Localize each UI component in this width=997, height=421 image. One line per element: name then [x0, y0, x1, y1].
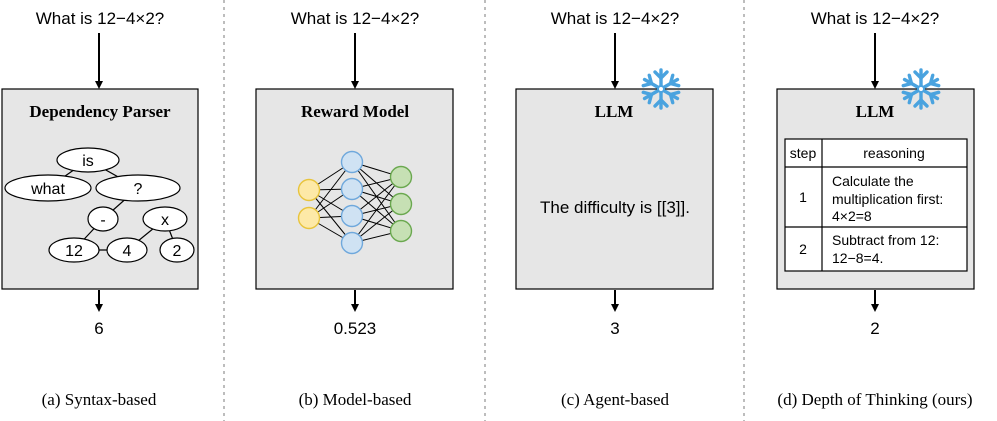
input-node	[297, 206, 321, 230]
output-value: 6	[94, 319, 103, 338]
table-row-1-reasoning-line-1: Calculate the	[832, 173, 914, 189]
question-text: What is 12−4×2?	[551, 9, 680, 28]
tree-node-what: what	[4, 174, 92, 202]
hidden-node	[340, 204, 364, 228]
box-title: Reward Model	[301, 102, 409, 121]
svg-text:?: ?	[134, 181, 143, 198]
panel-syntax-based: What is 12−4×2? Dependency Parser is wha…	[1, 9, 199, 409]
tree-node-question-mark: ?	[95, 174, 181, 202]
output-node	[389, 219, 413, 243]
table-row-1-step: 1	[799, 189, 807, 205]
tree-node-12: 12	[48, 237, 100, 263]
llm-response-text: The difficulty is [[3]].	[540, 198, 690, 217]
question-text: What is 12−4×2?	[291, 9, 420, 28]
tree-node-4: 4	[106, 237, 148, 263]
svg-text:what: what	[30, 181, 65, 198]
hidden-node	[340, 150, 364, 174]
table-row-2-reasoning-line-2: 12−8=4.	[832, 250, 883, 266]
svg-text:x: x	[161, 212, 169, 229]
output-value: 3	[610, 319, 619, 338]
panel-agent-based: What is 12−4×2? LLM The difficulty is [[…	[515, 9, 714, 409]
table-header-reasoning: reasoning	[863, 145, 925, 161]
question-text: What is 12−4×2?	[36, 9, 165, 28]
table-row-1-reasoning-line-2: multiplication first:	[832, 191, 943, 207]
box-title: Dependency Parser	[29, 102, 171, 121]
tree-node-2: 2	[159, 237, 195, 263]
output-value: 2	[870, 319, 879, 338]
question-text: What is 12−4×2?	[811, 9, 940, 28]
network-edge	[351, 176, 402, 244]
box-title: LLM	[856, 102, 895, 121]
output-node	[389, 192, 413, 216]
tree-node-x: x	[142, 206, 188, 232]
panel-model-based: What is 12−4×2? Reward Model 0.523 (b) M…	[255, 9, 454, 409]
panel-caption: (b) Model-based	[299, 390, 412, 409]
svg-text:4: 4	[123, 243, 132, 260]
svg-text:2: 2	[173, 243, 182, 260]
panel-caption: (a) Syntax-based	[42, 390, 157, 409]
hidden-node	[340, 231, 364, 255]
tree-node-is: is	[56, 147, 120, 173]
svg-text:12: 12	[65, 243, 83, 260]
table-row-2-reasoning-line-1: Subtract from 12:	[832, 232, 939, 248]
output-node	[389, 165, 413, 189]
panel-caption: (d) Depth of Thinking (ours)	[777, 390, 972, 409]
llm-box	[515, 88, 714, 290]
output-value: 0.523	[334, 319, 377, 338]
panel-depth-of-thinking: What is 12−4×2? LLM step reasoning 1 Cal…	[776, 9, 975, 409]
svg-text:-: -	[100, 212, 105, 229]
reasoning-table: step reasoning 1 Calculate the multiplic…	[784, 138, 968, 272]
input-node	[297, 178, 321, 202]
table-header-step: step	[790, 145, 817, 161]
network-edge	[308, 161, 353, 219]
svg-text:is: is	[82, 153, 94, 170]
table-row-2-step: 2	[799, 241, 807, 257]
box-title: LLM	[595, 102, 634, 121]
table-row-1-reasoning-line-3: 4×2=8	[832, 208, 872, 224]
panel-caption: (c) Agent-based	[561, 390, 670, 409]
neural-network-icon	[297, 150, 413, 255]
tree-node-minus: -	[87, 206, 119, 232]
hidden-node	[340, 177, 364, 201]
